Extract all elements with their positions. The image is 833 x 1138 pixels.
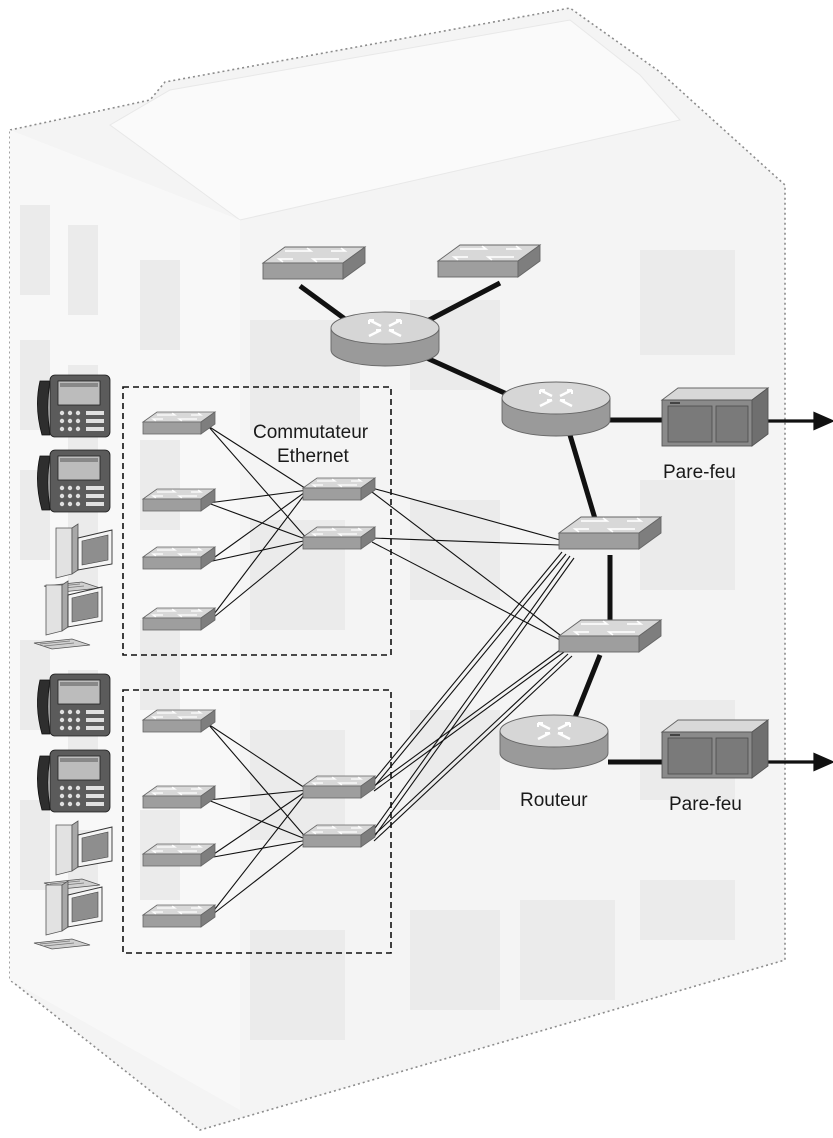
core-switch-1 <box>558 516 662 550</box>
ethernet-switch-label-line2: Ethernet <box>277 446 350 467</box>
firewall-bottom-label: Pare-feu <box>669 794 742 815</box>
access-switch-top-3 <box>142 546 216 570</box>
ip-phone-icon <box>36 749 111 813</box>
access-switch-bottom-1 <box>142 709 216 733</box>
access-switch-top-4 <box>142 607 216 631</box>
firewall-bottom <box>661 719 769 779</box>
access-links <box>207 425 575 919</box>
access-group-box-bottom <box>122 689 392 954</box>
distribution-switch-bottom-2 <box>302 824 376 848</box>
distribution-switch-bottom-1 <box>302 775 376 799</box>
firewall-top-label: Pare-feu <box>663 462 736 483</box>
top-left-switch <box>262 246 366 280</box>
access-switch-bottom-3 <box>142 843 216 867</box>
firewall-top <box>661 387 769 447</box>
distribution-switch-top-2 <box>302 526 376 550</box>
core-switch-2 <box>558 619 662 653</box>
internet-links <box>768 411 833 772</box>
access-switch-bottom-4 <box>142 904 216 928</box>
access-switch-top-2 <box>142 488 216 512</box>
building-outline <box>9 7 786 1131</box>
edge-router-top <box>500 380 612 438</box>
router-label: Routeur <box>520 790 588 811</box>
distribution-switch-top-1 <box>302 477 376 501</box>
access-group-box-top <box>122 386 392 656</box>
ethernet-switch-label-line1: Commutateur <box>253 422 369 443</box>
ip-phone-icon <box>36 374 111 438</box>
access-switch-top-1 <box>142 411 216 435</box>
edge-router-bottom <box>498 713 610 771</box>
upper-router <box>329 310 441 368</box>
ip-phone-icon <box>36 673 111 737</box>
top-right-switch <box>437 244 541 278</box>
ip-phone-icon <box>36 449 111 513</box>
access-switch-bottom-2 <box>142 785 216 809</box>
